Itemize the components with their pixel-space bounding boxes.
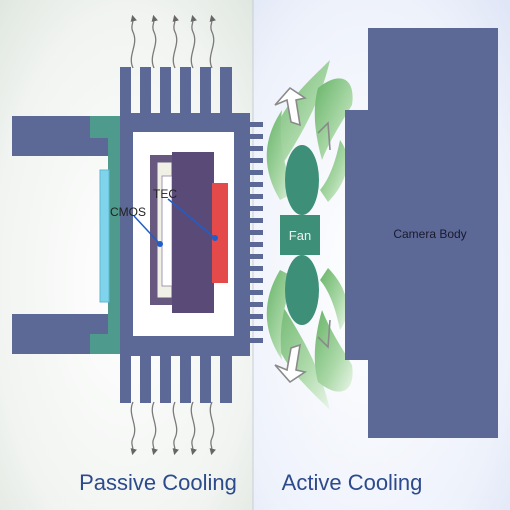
heatsink-fins-bottom bbox=[120, 355, 232, 403]
lens-glass bbox=[99, 169, 110, 303]
camera-body bbox=[345, 28, 498, 438]
tec-module bbox=[172, 152, 214, 313]
camera-body-label: Camera Body bbox=[393, 227, 466, 241]
fan-label: Fan bbox=[289, 228, 311, 243]
fan-blade-top bbox=[285, 145, 319, 215]
mount-ring bbox=[90, 116, 120, 354]
passive-cooling-title: Passive Cooling bbox=[79, 470, 237, 495]
heatsink-fins-right bbox=[250, 122, 263, 343]
tec-hot-side bbox=[212, 183, 228, 283]
tec-pointer bbox=[167, 198, 216, 239]
heat-arrows-top bbox=[130, 14, 216, 69]
heatsink-fins-top bbox=[120, 67, 232, 115]
cmos-label: CMOS bbox=[110, 205, 146, 219]
cmos-pointer bbox=[133, 215, 161, 245]
tec-pointer-dot bbox=[212, 235, 218, 241]
active-cooling-title: Active Cooling bbox=[282, 470, 423, 495]
heat-arrows-bottom bbox=[130, 401, 216, 456]
tec-label: TEC bbox=[153, 187, 177, 201]
cmos-pointer-dot bbox=[157, 241, 163, 247]
airflow-arrows bbox=[274, 86, 331, 384]
fan-hub bbox=[280, 215, 320, 255]
fan-blade-bottom bbox=[285, 255, 319, 325]
fan: Fan bbox=[280, 145, 320, 325]
